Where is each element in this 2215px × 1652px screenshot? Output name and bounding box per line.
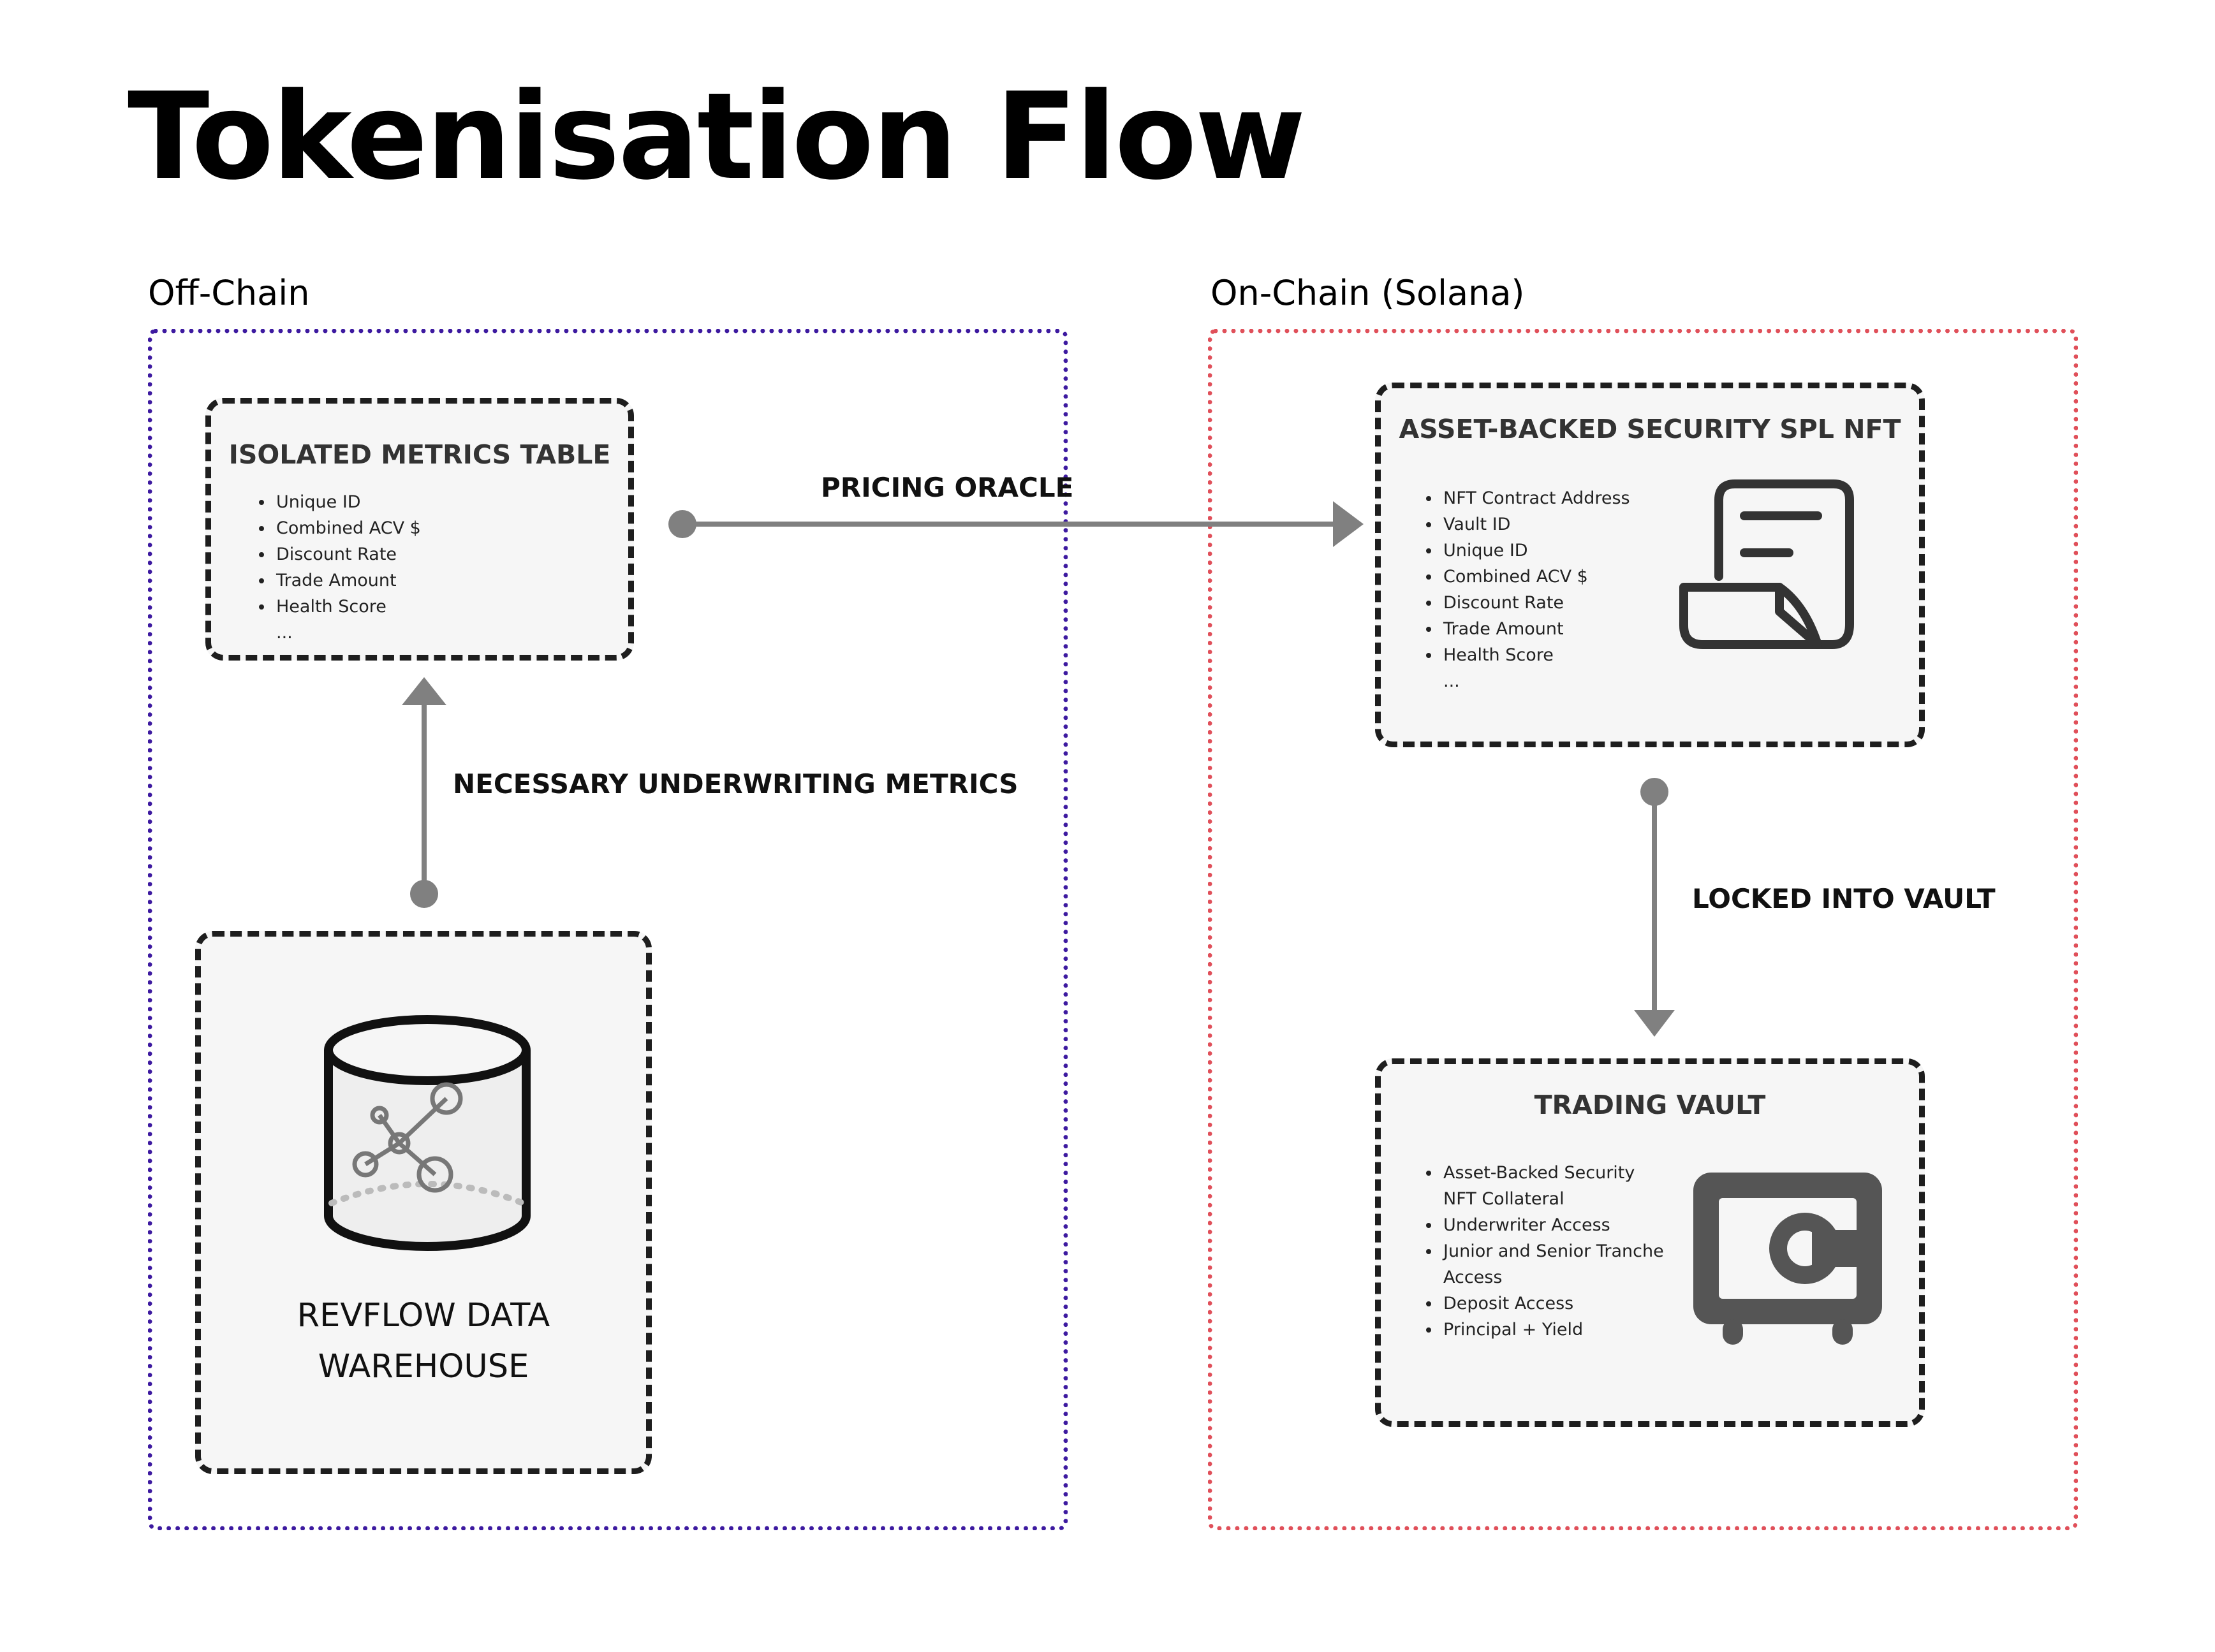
underwriting-metrics-label: NECESSARY UNDERWRITING METRICS <box>453 768 1019 800</box>
on-chain-region <box>1208 329 2078 1530</box>
node-title: REVFLOW DATA WAREHOUSE <box>297 1297 550 1385</box>
locked-into-vault-label: LOCKED INTO VAULT <box>1692 883 1996 914</box>
node-title: ASSET-BACKED SECURITY SPL NFT <box>1399 414 1901 444</box>
list-item: Unique ID <box>1441 537 1709 564</box>
list-item: Trade Amount <box>274 567 631 594</box>
spl-nft-node: ASSET-BACKED SECURITY SPL NFT NFT Contra… <box>1375 383 1925 747</box>
pricing-oracle-label: PRICING ORACLE <box>821 472 1074 503</box>
on-chain-label: On-Chain (Solana) <box>1211 273 1525 313</box>
node-title: ISOLATED METRICS TABLE <box>228 439 611 470</box>
isolated-metrics-table-node: ISOLATED METRICS TABLE Unique ID Combine… <box>205 398 634 661</box>
off-chain-label: Off-Chain <box>148 273 310 313</box>
trading-vault-node: TRADING VAULT Asset-Backed Security NFT … <box>1375 1058 1925 1427</box>
off-chain-region <box>148 329 1068 1530</box>
list-item: Deposit Access <box>1441 1290 1670 1317</box>
database-icon <box>324 1015 531 1251</box>
list-item-more: ... <box>1443 671 1460 691</box>
list-item: Health Score <box>274 594 631 620</box>
nft-fields-list: NFT Contract Address Vault ID Unique ID … <box>1423 485 1709 694</box>
node-title: TRADING VAULT <box>1534 1090 1766 1120</box>
list-item-more: ... <box>276 623 293 643</box>
safe-icon <box>1693 1173 1882 1345</box>
list-item: Underwriter Access <box>1441 1212 1670 1238</box>
pricing-oracle-arrow <box>668 501 1364 547</box>
data-warehouse-node: REVFLOW DATA WAREHOUSE <box>195 931 652 1474</box>
vault-features-list: Asset-Backed Security NFT Collateral Und… <box>1423 1160 1670 1343</box>
list-item: NFT Contract Address <box>1441 485 1709 511</box>
list-item: Junior and Senior Tranche Access <box>1441 1238 1670 1290</box>
list-item: Health Score <box>1441 642 1709 668</box>
list-item: Asset-Backed Security NFT Collateral <box>1441 1160 1670 1212</box>
locked-into-vault-arrow <box>1634 778 1675 1037</box>
list-item: Discount Rate <box>1441 590 1709 616</box>
list-item: Unique ID <box>274 489 631 515</box>
list-item: Combined ACV $ <box>274 515 631 541</box>
list-item: Discount Rate <box>274 541 631 567</box>
list-item: Combined ACV $ <box>1441 564 1709 590</box>
metrics-list: Unique ID Combined ACV $ Discount Rate T… <box>256 489 631 646</box>
document-icon <box>1679 479 1854 649</box>
underwriting-metrics-arrow <box>402 677 446 908</box>
page-title: Tokenisation Flow <box>128 67 1306 207</box>
list-item: Trade Amount <box>1441 616 1709 642</box>
list-item: Principal + Yield <box>1441 1317 1670 1343</box>
list-item: Vault ID <box>1441 511 1709 537</box>
